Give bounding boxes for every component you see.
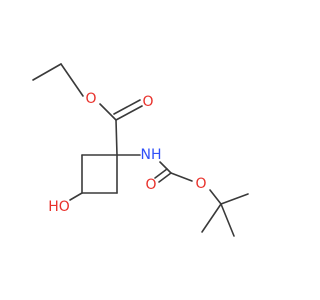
molecule-structure: O O NH HO O O [32,63,249,237]
ester-ether-oxygen-label: O [85,91,96,107]
carbamate-ether-oxygen-label: O [195,176,206,192]
bond-carbamate-c-o-double-a [158,172,172,183]
bond-tbu-me-1 [220,193,249,205]
bond-ring-oh [69,192,83,201]
bond-ester-c-ring [115,119,118,156]
hydroxyl-label: HO [48,199,70,215]
bond-carbamate-c-o [170,172,193,182]
bond-carbamate-c-o-double-b [154,168,168,179]
bond-ethyl-ch2-o [60,63,84,97]
bond-ester-c-o-double-a [115,105,143,121]
carbamate-carbonyl-oxygen-label: O [145,177,156,193]
bond-tbu-me-2 [220,203,235,237]
bond-o-tbu [209,189,222,205]
bond-nh-c [159,161,172,174]
amine-nh-label: NH [141,147,162,163]
bond-tbu-me-3 [201,203,222,233]
bond-ester-o-c [99,103,117,121]
bond-ethyl-ch3-ch2 [32,63,62,81]
bond-ester-c-o-double-b [113,99,141,115]
ester-carbonyl-oxygen-label: O [142,94,153,110]
